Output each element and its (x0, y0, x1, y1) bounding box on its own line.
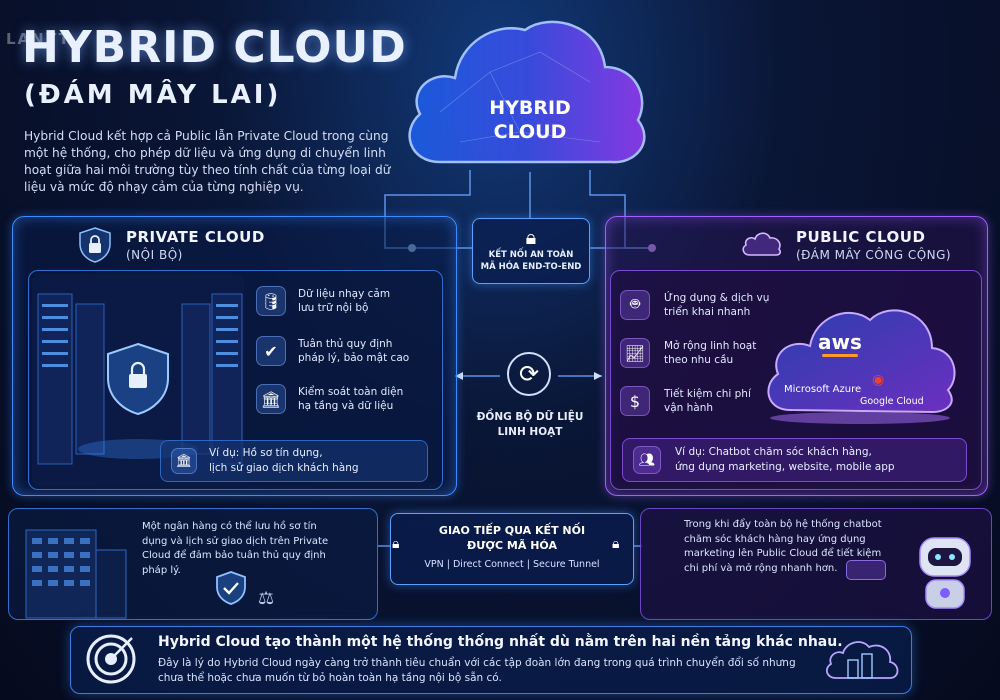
example-line1: Ví dụ: Hồ sơ tín dụng, (209, 447, 323, 459)
growth-chart-icon: 📈︎ (620, 338, 650, 368)
lock-icon: 🔒︎ (612, 536, 620, 552)
shield-check-icon (216, 571, 246, 605)
cloud-icon (742, 232, 782, 256)
feature-line2: vận hành (664, 402, 714, 414)
database-lock-icon: 🛢︎ (256, 286, 286, 316)
feature-text: Tuân thủ quy định pháp lý, bảo mật cao (298, 337, 409, 365)
google-cloud-icon: ◉ (872, 372, 885, 388)
feature-text: Dữ liệu nhạy cảm lưu trữ nội bộ (298, 287, 390, 315)
private-subtitle: (NỘI BỘ) (126, 248, 183, 262)
feature-line1: Dữ liệu nhạy cảm (298, 288, 391, 300)
bank-example-text: Một ngân hàng có thể lưu hồ sơ tín dụng … (142, 521, 329, 576)
connection-line1: GIAO TIẾP QUA KẾT NỐI (438, 524, 586, 537)
example-text: Ví dụ: Hồ sơ tín dụng, lịch sử giao dịch … (209, 446, 359, 476)
city-cloud-icon (825, 641, 899, 679)
footer-body: Đây là lý do Hybrid Cloud ngày càng trở … (158, 657, 796, 684)
summary-footer (70, 626, 912, 694)
brand-logo: LANYT (6, 30, 71, 48)
example-line2: lịch sử giao dịch khách hàng (209, 462, 359, 474)
sync-label-line2: LINH HOẠT (497, 426, 563, 438)
hero-cloud-icon (408, 20, 646, 164)
private-title: PRIVATE CLOUD (126, 228, 265, 246)
page-title: HYBRID CLOUD (22, 22, 407, 73)
example-line1: Ví dụ: Chatbot chăm sóc khách hàng, (675, 446, 872, 458)
page-subtitle: (ĐÁM MÂY LAI) (24, 80, 282, 110)
provider-cloud-icon (767, 309, 956, 424)
target-icon (86, 634, 136, 684)
private-feature-3: 🏛︎ Kiểm soát toàn diện hạ tầng và dữ liệu (256, 384, 403, 414)
private-feature-2: ✔ Tuân thủ quy định pháp lý, bảo mật cao (256, 336, 409, 366)
public-example-box: 👥︎ Ví dụ: Chatbot chăm sóc khách hàng, ứn… (622, 438, 967, 482)
feature-text: Mở rộng linh hoạt theo nhu cầu (664, 339, 756, 367)
feature-line1: Mở rộng linh hoạt (664, 340, 757, 352)
aws-smile-icon (822, 354, 858, 357)
dollar-icon: $ (620, 386, 650, 416)
connection-methods: VPN | Direct Connect | Secure Tunnel (424, 559, 600, 570)
sync-icon: ⟳ (507, 352, 551, 396)
hero-label-line1: HYBRID (489, 97, 571, 119)
private-feature-1: 🛢︎ Dữ liệu nhạy cảm lưu trữ nội bộ (256, 286, 390, 316)
feature-text: Kiểm soát toàn diện hạ tầng và dữ liệu (298, 385, 403, 413)
google-cloud-logo: Google Cloud (860, 396, 924, 407)
hero-label-line2: CLOUD (493, 121, 567, 143)
example-text: Ví dụ: Chatbot chăm sóc khách hàng, ứng d… (675, 445, 895, 475)
azure-logo: Microsoft Azure (784, 384, 862, 395)
public-subtitle: (ĐÁM MÂY CÔNG CỘNG) (796, 248, 952, 262)
feature-line1: Kiểm soát toàn diện (298, 386, 404, 398)
bank-icon: 🏛︎ (171, 448, 197, 474)
private-example-box: 🏛︎ Ví dụ: Hồ sơ tín dụng, lịch sử giao dị… (160, 440, 428, 482)
aws-logo: aws (818, 330, 862, 354)
robot-icon (919, 537, 971, 609)
feature-line2: lưu trữ nội bộ (298, 302, 369, 314)
sync-label: ĐỒNG BỘ DỮ LIỆU LINH HOẠT (460, 410, 600, 440)
public-feature-3: $ Tiết kiệm chi phí vận hành (620, 386, 751, 416)
users-chat-icon: 👥︎ (633, 446, 661, 474)
public-feature-2: 📈︎ Mở rộng linh hoạt theo nhu cầu (620, 338, 756, 368)
sync-label-line1: ĐỒNG BỘ DỮ LIỆU (476, 411, 584, 423)
shield-lock-icon (79, 227, 111, 263)
chatbot-example-text: Trong khi đẩy toàn bộ hệ thống chatbot c… (684, 519, 882, 574)
secure-link-box: 🔒︎ KẾT NỐI AN TOÀN MÃ HÓA END-TO-END (472, 218, 590, 284)
intro-text: Hybrid Cloud kết hợp cả Public lẫn Priva… (24, 129, 391, 194)
feature-line2: triển khai nhanh (664, 306, 751, 318)
feature-line1: Tuân thủ quy định (298, 338, 393, 350)
encrypted-connection-box: GIAO TIẾP QUA KẾT NỐI ĐƯỢC MÃ HÓA VPN | D… (390, 513, 634, 585)
robot-icon: 🤖︎ (620, 290, 650, 320)
footer-heading: Hybrid Cloud tạo thành một hệ thống thốn… (158, 634, 843, 650)
lock-icon: 🔒︎ (525, 225, 537, 249)
bank-building-image (25, 529, 127, 619)
public-feature-1: 🤖︎ Ứng dụng & dịch vụ triển khai nhanh (620, 290, 769, 320)
feature-line2: pháp lý, bảo mật cao (298, 352, 410, 364)
feature-text: Ứng dụng & dịch vụ triển khai nhanh (664, 291, 769, 319)
example-line2: ứng dụng marketing, website, mobile app (675, 461, 895, 473)
secure-link-line2: MÃ HÓA END-TO-END (480, 262, 582, 272)
feature-text: Tiết kiệm chi phí vận hành (664, 387, 751, 415)
connection-line2: ĐƯỢC MÃ HÓA (467, 539, 557, 552)
feature-line2: theo nhu cầu (664, 354, 734, 366)
secure-link-line1: KẾT NỐI AN TOÀN (488, 250, 574, 260)
gavel-icon: ⚖︎ (258, 588, 275, 609)
bank-icon: 🏛︎ (256, 384, 286, 414)
feature-line2: hạ tầng và dữ liệu (298, 400, 394, 412)
shield-check-icon: ✔ (256, 336, 286, 366)
feature-line1: Tiết kiệm chi phí (664, 388, 751, 400)
connection-title: GIAO TIẾP QUA KẾT NỐI ĐƯỢC MÃ HÓA (391, 523, 633, 553)
chat-bubble-icon (846, 560, 886, 580)
public-title: PUBLIC CLOUD (796, 228, 926, 246)
feature-line1: Ứng dụng & dịch vụ (664, 292, 770, 304)
hero-label: HYBRID CLOUD (470, 96, 590, 144)
lock-icon: 🔒︎ (392, 536, 400, 552)
